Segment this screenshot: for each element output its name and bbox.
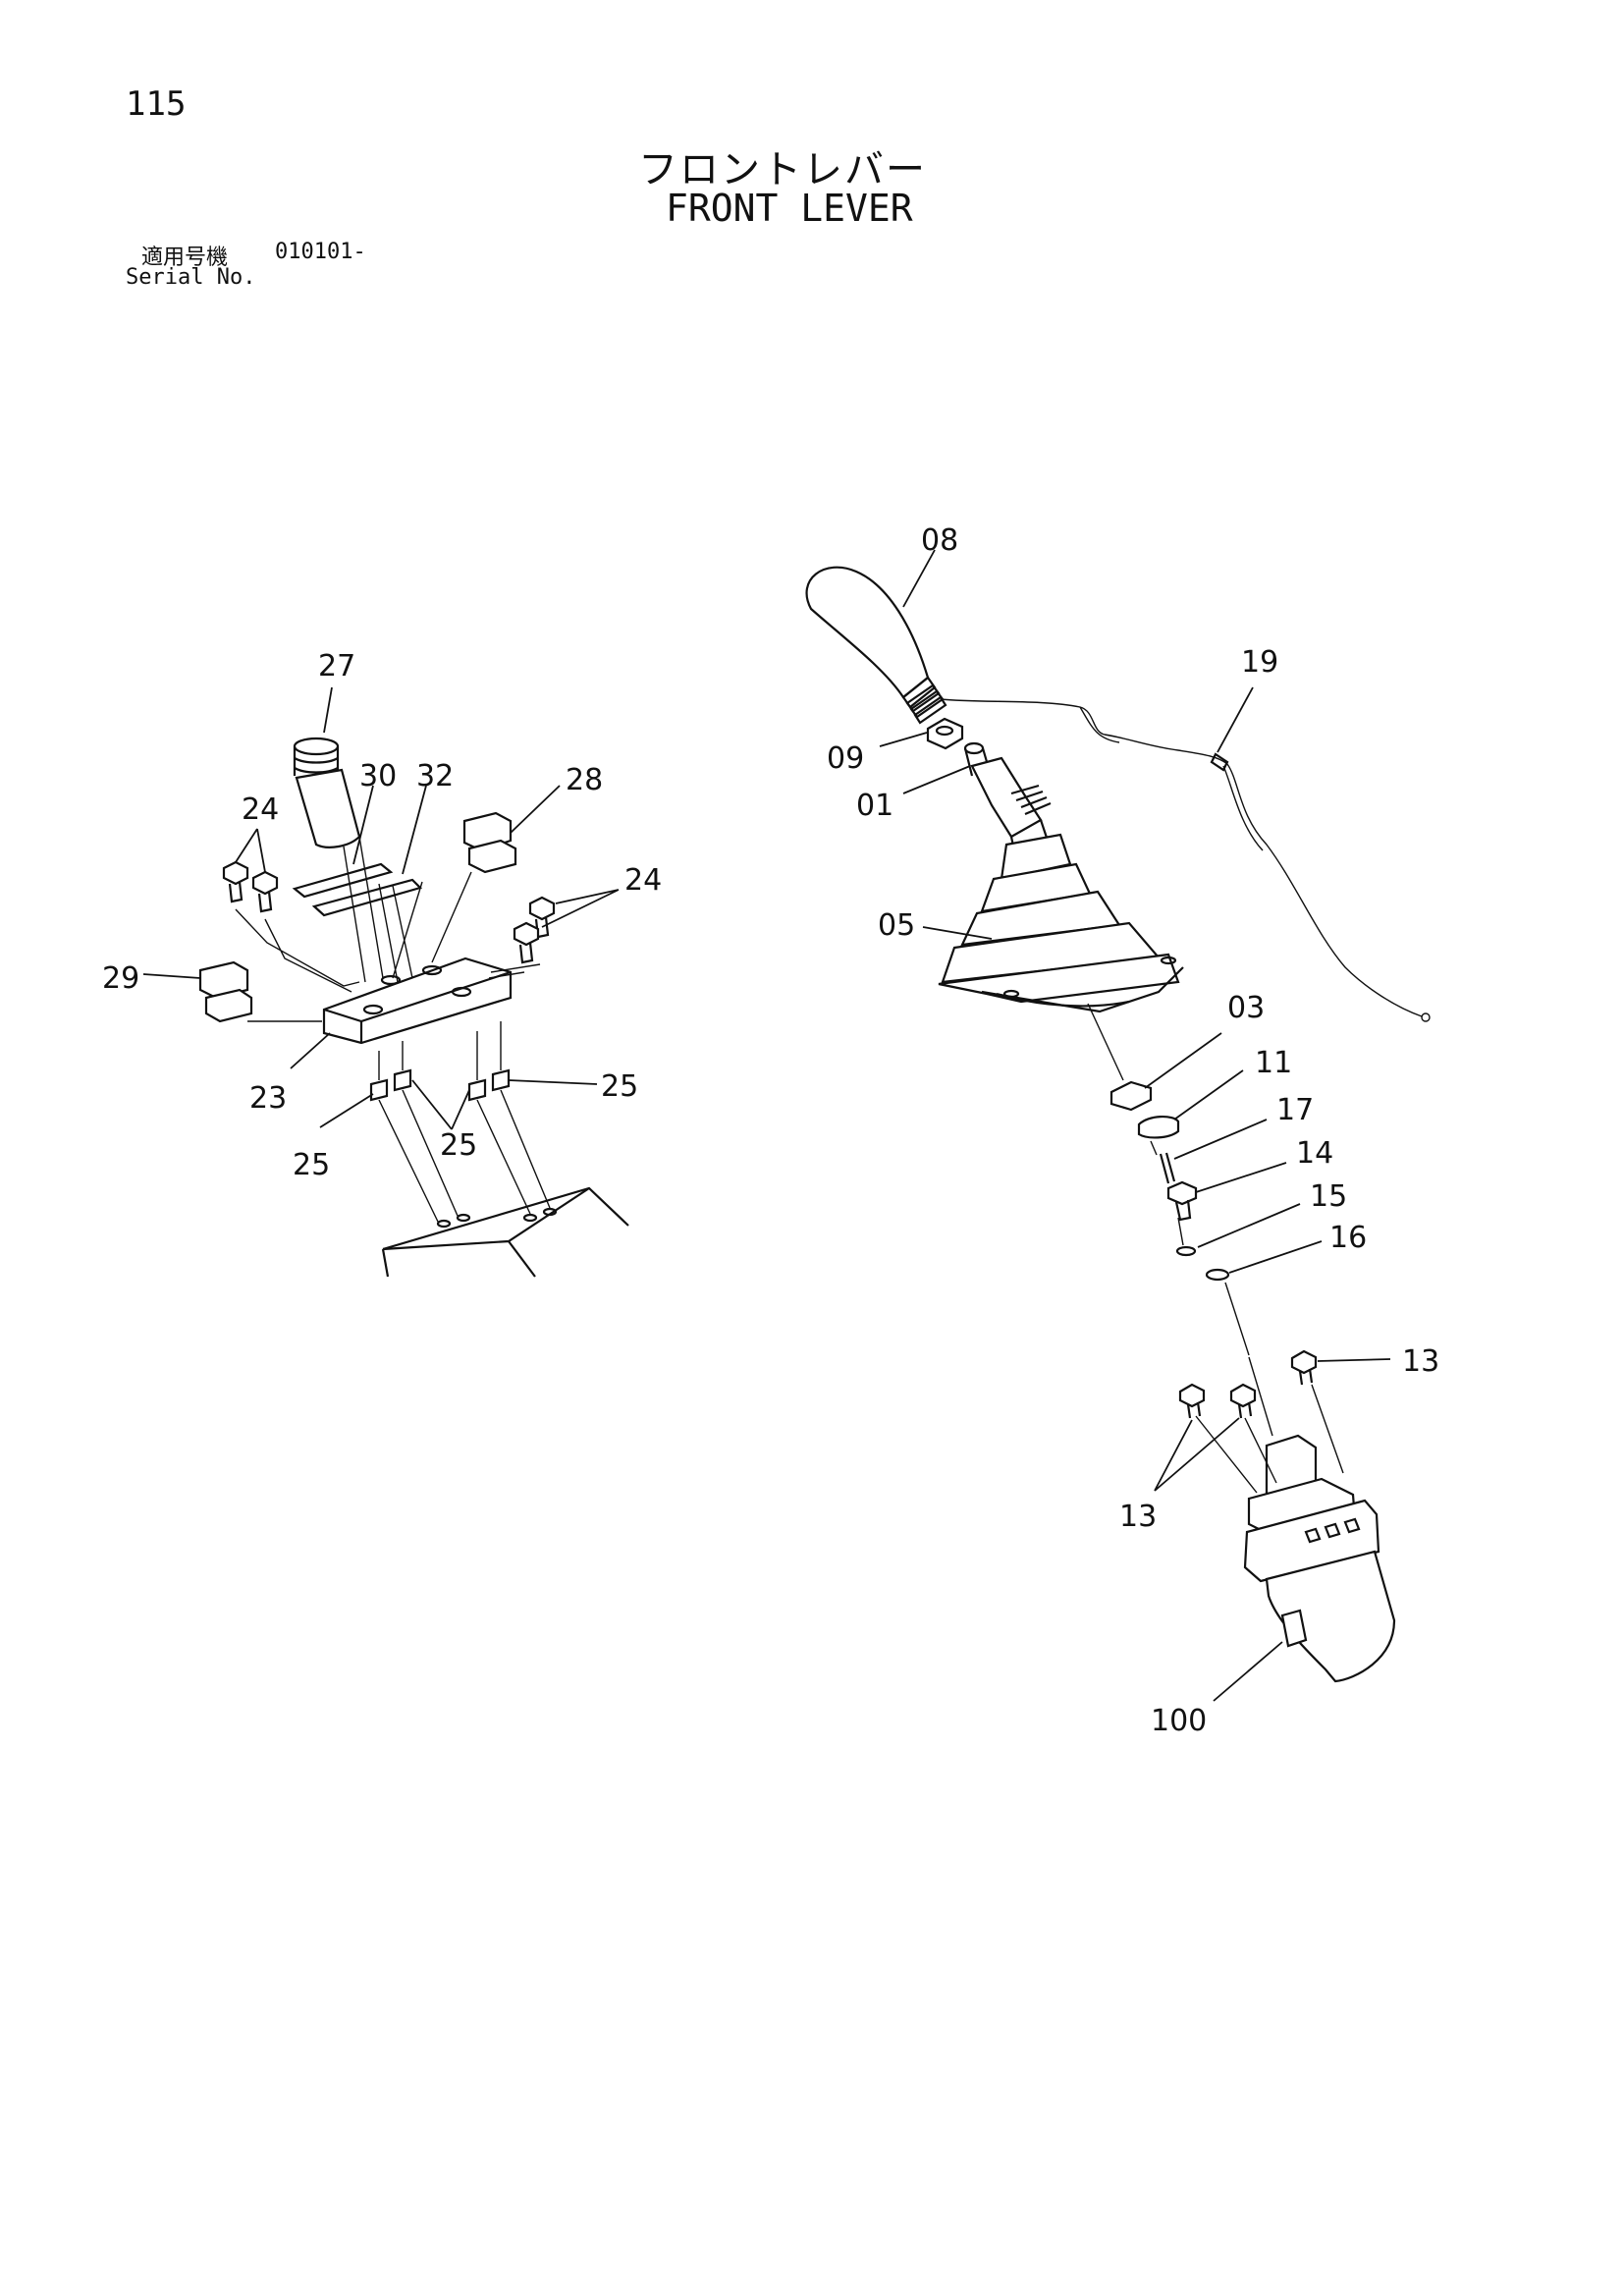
- serial-value: 010101-: [275, 240, 366, 264]
- callout-19: 19: [1241, 645, 1278, 680]
- part-16-washer: [1205, 1268, 1230, 1282]
- page-number: 115: [126, 84, 187, 124]
- title-japanese: フロントレバー: [638, 147, 927, 192]
- callout-27: 27: [318, 649, 355, 683]
- callout-labels: 08 19 09 01 05 03 11 17 14 15 16 13 13 1…: [102, 523, 1439, 1738]
- callout-13-right: 13: [1402, 1344, 1439, 1379]
- callout-25-center: 25: [440, 1128, 477, 1163]
- part-08-grip: [805, 566, 947, 725]
- part-05-boot: [938, 833, 1184, 1013]
- title-english: FRONT LEVER: [666, 187, 913, 230]
- part-29-block: [198, 960, 253, 1023]
- base-frame: [381, 1186, 629, 1278]
- callout-24-right: 24: [624, 863, 662, 898]
- part-25-bushes: [369, 1068, 511, 1102]
- callout-09: 09: [827, 741, 864, 776]
- callout-13-left: 13: [1119, 1500, 1157, 1534]
- part-03-nut: [1109, 1080, 1153, 1112]
- callout-100: 100: [1151, 1704, 1207, 1738]
- part-100-pilot-valve: [1243, 1434, 1396, 1683]
- callout-11: 11: [1255, 1046, 1292, 1080]
- callout-30: 30: [359, 759, 397, 793]
- part-30-shim: [292, 862, 394, 899]
- part-13-bolts: [1178, 1349, 1318, 1419]
- front-lever-assembly: [805, 566, 1431, 1683]
- callout-05: 05: [878, 908, 915, 943]
- bracket-assembly-lines: [235, 836, 551, 1223]
- part-27-plug: [293, 737, 361, 848]
- serial-label-japanese: 適用号機: [141, 246, 229, 270]
- part-28-block: [462, 811, 517, 874]
- leader-lines: [142, 549, 1391, 1702]
- callout-17: 17: [1276, 1093, 1314, 1127]
- callout-08: 08: [921, 523, 958, 558]
- part-09-nut: [926, 717, 964, 750]
- callout-15: 15: [1310, 1179, 1347, 1214]
- callout-24-left: 24: [242, 793, 279, 827]
- part-15-washer: [1175, 1245, 1197, 1257]
- callout-25-left: 25: [293, 1148, 330, 1182]
- assembly-center-axis: [1087, 1003, 1273, 1437]
- callout-16: 16: [1329, 1221, 1367, 1255]
- part-24-bolts-right: [513, 896, 556, 964]
- callout-23: 23: [249, 1081, 287, 1116]
- part-24-bolts-left: [222, 860, 279, 913]
- part-14-bolt: [1166, 1180, 1198, 1222]
- callout-01: 01: [856, 789, 893, 823]
- part-17-pin: [1159, 1152, 1176, 1184]
- callout-14: 14: [1296, 1136, 1333, 1171]
- part-11-washer: [1137, 1116, 1180, 1139]
- callout-03: 03: [1227, 991, 1265, 1025]
- callout-29: 29: [102, 961, 139, 996]
- bracket-assembly: [198, 737, 629, 1278]
- part-23-bracket: [322, 957, 513, 1045]
- callout-28: 28: [566, 763, 603, 797]
- callout-25-right: 25: [601, 1069, 638, 1104]
- callout-32: 32: [416, 759, 454, 793]
- serial-label-english: Serial No.: [126, 265, 256, 290]
